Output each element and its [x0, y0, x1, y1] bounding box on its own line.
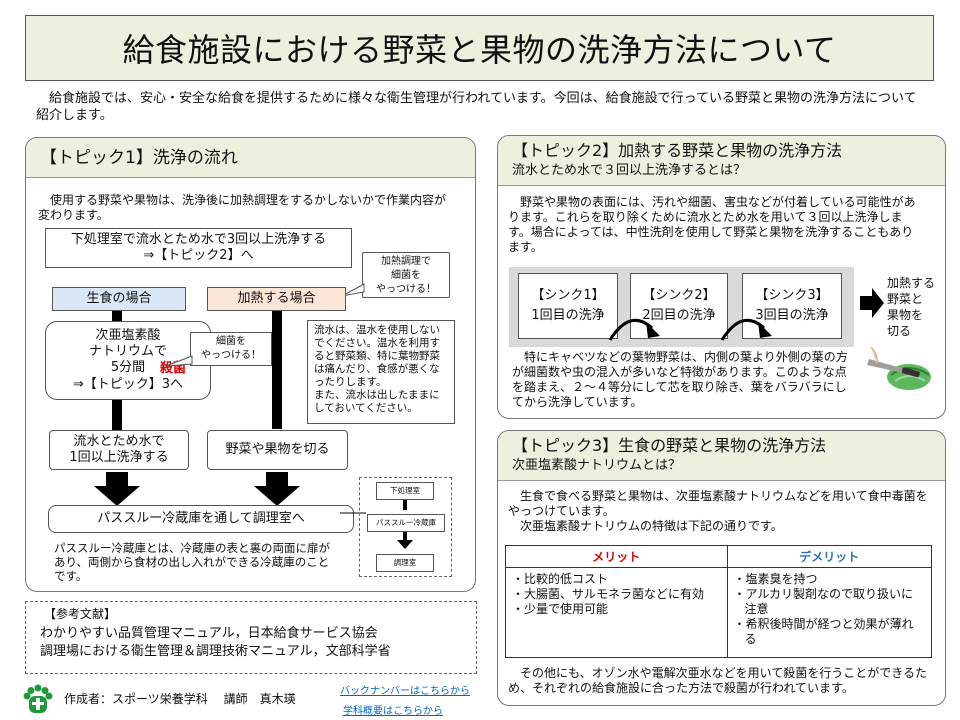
topic3-description: 生食で食べる野菜と果物は、次亜塩素酸ナトリウムなどを用いて食中毒菌をやっつけてい… [508, 489, 928, 533]
merit-item: ・比較的低コスト [512, 572, 609, 586]
sink-2: 【シンク2】 2回目の洗浄 [630, 273, 728, 339]
topic3-subtitle: 次亜塩素酸ナトリウムとは？ [512, 458, 682, 473]
bacteria-bubble: 細菌を やっつける！ [190, 332, 272, 366]
demerit-item: ・塩素臭を持つ [733, 572, 818, 586]
heat-flow-bar [272, 311, 282, 429]
mini-flow-connector [340, 512, 366, 514]
sink-1: 【シンク1】 1回目の洗浄 [518, 273, 618, 339]
intro-text: 給食施設では、安心・安全な給食を提供するために様々な衛生管理が行われています。今… [36, 91, 917, 123]
mini-flow-arrow-2 [403, 532, 407, 546]
mini-flow-prep: 下処理室 [376, 482, 434, 500]
sodium-next: ⇒【トピック】3へ [72, 377, 184, 392]
title-banner: 給食施設における野菜と果物の洗浄方法について [25, 15, 934, 81]
bacteria-bubble-tail [165, 355, 193, 367]
mini-flow-arrow-1 [403, 500, 407, 510]
mini-flow-passthrough: パススルー冷蔵庫 [367, 514, 445, 532]
raw-label: 生食の場合 [52, 287, 186, 311]
rinse-box: 流水とため水で 1回以上洗浄する [49, 430, 189, 470]
demerit-header: デメリット [726, 545, 933, 568]
heated-label: 加熱する場合 [207, 287, 346, 311]
cut-box: 野菜や果物を切る [207, 430, 348, 470]
merit-cell: ・比較的低コスト ・大腸菌、サルモネラ菌などに有効 ・少量で使用可能 [505, 567, 728, 658]
topic2-subtitle: 流水とため水で３回以上洗浄するとは？ [512, 163, 747, 178]
cabbage-knife-icon [867, 346, 931, 390]
heat-down-arrow [254, 472, 300, 506]
heat-bubble-tail [341, 283, 365, 297]
raw-flow-bar-1 [112, 311, 122, 321]
sink-2-step: 2回目の洗浄 [642, 308, 716, 323]
reference-item-1: わかりやすい品質管理マニュアル，日本給食サービス協会 [40, 626, 378, 641]
mini-flow-kitchen: 調理室 [376, 554, 434, 572]
passthrough-note: パススルー冷蔵庫とは、冷蔵庫の表と裏の両面に扉があり、両側から食材の出し入れがで… [54, 541, 330, 583]
demerit-item: ・希釈後時間が経つと効果が薄れる [733, 617, 914, 646]
merit-item: ・大腸菌、サルモネラ菌などに有効 [512, 587, 705, 601]
topic2-panel: 【トピック2】加熱する野菜と果物の洗浄方法 流水とため水で３回以上洗浄するとは？ [497, 135, 946, 419]
result-arrow-icon [860, 288, 884, 318]
topic1-title: 【トピック1】洗浄の流れ [40, 148, 238, 168]
topic2-title: 【トピック2】加熱する野菜と果物の洗浄方法 [512, 141, 843, 160]
mini-flow-frame [359, 477, 452, 577]
curved-arrow-1-icon [608, 318, 660, 341]
author-credit: 作成者：スポーツ栄養学科 講師 真木瑛 [64, 692, 296, 706]
curved-arrow-2-icon [720, 318, 772, 341]
sodium-box: 次亜塩素酸 ナトリウムで 5分間 殺菌 ⇒【トピック】3へ [45, 321, 211, 400]
sink-3-name: 【シンク3】 [755, 288, 829, 303]
sink-1-step: 1回目の洗浄 [531, 308, 605, 323]
table-header-row: メリット デメリット [505, 545, 933, 568]
topic2-result: 加熱する 野菜と 果物を 切る [887, 276, 936, 338]
department-logo-icon [23, 684, 53, 713]
topic2-description: 野菜や果物の表面には、汚れや細菌、害虫などが付着している可能性があります。これら… [508, 195, 916, 254]
references-box [25, 601, 477, 674]
sodium-text: 次亜塩素酸 ナトリウムで 5分間 [88, 328, 167, 375]
sink-3: 【シンク3】 3回目の洗浄 [742, 273, 842, 339]
overview-link[interactable]: 学科概要はこちらから [343, 706, 443, 717]
merit-header: メリット [505, 545, 728, 568]
topic3-footer: その他にも、オゾン水や電解次亜水などを用いて殺菌を行うことができるため、それぞれ… [508, 666, 928, 695]
references-header: 【参考文献】 [44, 607, 117, 621]
mini-flow-arrowhead [397, 540, 413, 549]
reference-item-2: 調理場における衛生管理＆調理技術マニュアル，文部科学省 [40, 644, 391, 659]
demerit-cell: ・塩素臭を持つ ・アルカリ製剤なので取り扱いに注意 ・希釈後時間が経つと効果が薄… [726, 567, 933, 658]
merit-demerit-table: メリット デメリット ・比較的低コスト ・大腸菌、サルモネラ菌などに有効 ・少量… [505, 545, 933, 658]
page-title: 給食施設における野菜と果物の洗浄方法について [122, 31, 837, 69]
water-note: 流水は、温水を使用しないでください。温水を利用すると野菜類、特に葉物野菜は痛んだ… [307, 320, 455, 424]
sink-2-name: 【シンク2】 [642, 288, 716, 303]
raw-down-arrow [94, 472, 140, 506]
topic1-description: 使用する野菜や果物は、洗浄後に加熱調理をするかしないかで作業内容が変わります。 [38, 193, 447, 222]
backnumber-link[interactable]: バックナンバーはこちらから [340, 686, 470, 697]
topic2-header: 【トピック2】加熱する野菜と果物の洗浄方法 流水とため水で３回以上洗浄するとは？ [498, 136, 945, 186]
heat-bubble: 加熱調理で 細菌を やっつける！ [362, 252, 450, 298]
passthrough-box: パススルー冷蔵庫を通して調理室へ [48, 505, 354, 533]
raw-flow-bar-2 [112, 400, 122, 430]
merit-item: ・少量で使用可能 [512, 602, 609, 616]
demerit-item: ・アルカリ製剤なので取り扱いに注意 [733, 587, 914, 616]
sink-3-step: 3回目の洗浄 [755, 308, 829, 323]
topic3-header: 【トピック3】生食の野菜と果物の洗浄方法 次亜塩素酸ナトリウムとは？ [498, 431, 945, 481]
topic1-header: 【トピック1】洗浄の流れ [26, 138, 475, 178]
topic3-title: 【トピック3】生食の野菜と果物の洗浄方法 [512, 436, 827, 455]
prewash-box: 下処理室で流水とため水で3回以上洗浄する ⇒【トピック2】へ [45, 228, 352, 268]
table-row: ・比較的低コスト ・大腸菌、サルモネラ菌などに有効 ・少量で使用可能 ・塩素臭を… [505, 567, 933, 658]
topic2-note: 特にキャベツなどの葉物野菜は、内側の葉より外側の葉の方が細菌数や虫の混入が多いな… [512, 350, 848, 409]
sink-1-name: 【シンク1】 [531, 288, 605, 303]
